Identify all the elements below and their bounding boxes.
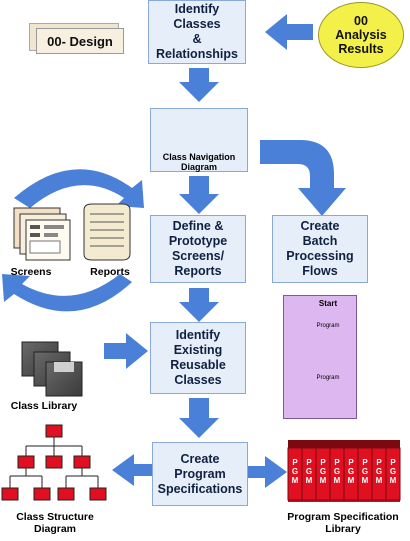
binder-spine: P G M: [361, 458, 369, 485]
binder-spine: P G M: [333, 458, 341, 485]
flowchart-box: [283, 295, 357, 419]
cycle-arrow-top: [14, 169, 144, 208]
cycle-arrow-bottom: [2, 274, 132, 312]
arrow-program-to-structure: [112, 454, 152, 486]
binder-spine: P G M: [347, 458, 355, 485]
class-library-icon: [21, 341, 83, 397]
identify-classes-label: Identify Classes & Relationships: [156, 2, 238, 61]
screens-label: Screens: [10, 266, 52, 278]
class-library-label: Class Library: [10, 400, 78, 412]
arrow-analysis-to-identify: [265, 14, 313, 50]
create-program-box: Create Program Specifications: [152, 442, 248, 506]
design-input-label: 00- Design: [47, 33, 113, 49]
binder-spine: P G M: [389, 458, 397, 485]
arrow-existing-to-program: [179, 398, 219, 438]
class-structure-icon: [1, 424, 107, 501]
create-batch-box: Create Batch Processing Flows: [272, 215, 368, 283]
arrow-cnd-to-batch: [260, 140, 346, 216]
identify-classes-box: Identify Classes & Relationships: [148, 0, 246, 64]
design-input: 00- Design: [36, 28, 124, 54]
define-prototype-label: Define & Prototype Screens/ Reports: [168, 219, 228, 278]
class-structure-label: Class Structure Diagram: [16, 511, 94, 535]
arrow-identify-to-cnd: [179, 68, 219, 102]
class-navigation-box: [150, 108, 248, 172]
arrow-program-to-library: [247, 456, 287, 488]
class-navigation-label: Class Navigation Diagram: [162, 152, 236, 172]
arrow-library-to-existing: [104, 333, 148, 369]
reports-label: Reports: [90, 266, 130, 278]
binder-spine: P G M: [319, 458, 327, 485]
reports-icon: [83, 203, 131, 261]
binder-spine: P G M: [291, 458, 299, 485]
binder-spine: P G M: [305, 458, 313, 485]
flowchart-program-1: Program: [316, 323, 340, 329]
flowchart-start: Start: [318, 299, 338, 308]
screens-icon: [13, 207, 71, 261]
create-batch-label: Create Batch Processing Flows: [286, 219, 354, 278]
binder-spine: P G M: [375, 458, 383, 485]
analysis-results-circle: 00 Analysis Results: [318, 2, 404, 68]
flowchart-program-2: Program: [316, 375, 340, 381]
arrow-cnd-to-define: [179, 176, 219, 214]
program-library-label: Program Specification Library: [287, 511, 399, 535]
arrow-define-to-identify-existing: [179, 288, 219, 322]
identify-existing-box: Identify Existing Reusable Classes: [150, 322, 246, 394]
create-program-label: Create Program Specifications: [157, 451, 243, 496]
analysis-results-label: 00 Analysis Results: [335, 14, 387, 56]
program-library-icon: [287, 440, 401, 502]
identify-existing-label: Identify Existing Reusable Classes: [170, 328, 226, 387]
define-prototype-box: Define & Prototype Screens/ Reports: [150, 215, 246, 283]
